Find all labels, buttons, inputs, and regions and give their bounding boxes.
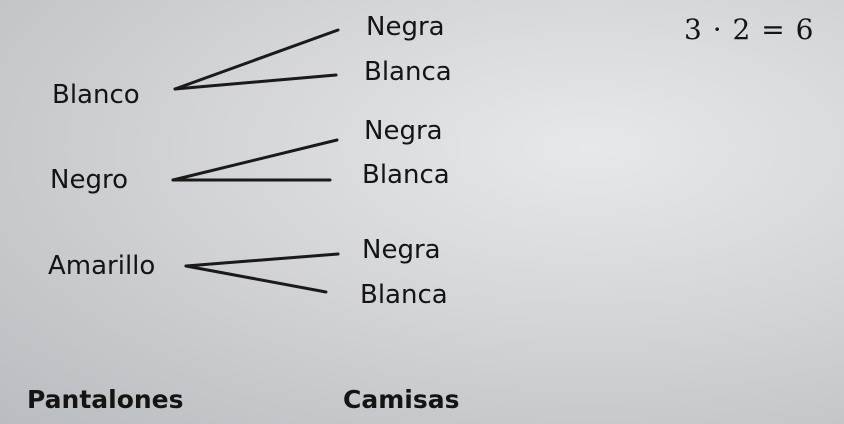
node-camisa-blanco-negra: Negra [366,12,445,42]
node-pantalon-amarillo: Amarillo [48,251,156,281]
equation: 3 · 2 = 6 [684,13,815,46]
node-camisa-blanco-blanca: Blanca [364,57,452,87]
branch-amarillo-negra [184,252,340,268]
node-pantalon-negro: Negro [50,165,128,195]
branch-blanco-blanca [173,73,338,91]
branch-blanco-negra [173,28,340,91]
node-camisa-amarillo-negra: Negra [362,235,441,265]
node-pantalon-blanco: Blanco [52,80,140,110]
header-camisas: Camisas [343,385,460,414]
header-pantalones: Pantalones [27,385,184,414]
node-camisa-negro-blanca: Blanca [362,160,450,190]
branch-amarillo-blanca [184,264,328,294]
node-camisa-amarillo-blanca: Blanca [360,280,448,310]
branch-negro-negra [171,138,339,182]
node-camisa-negro-negra: Negra [364,116,443,146]
